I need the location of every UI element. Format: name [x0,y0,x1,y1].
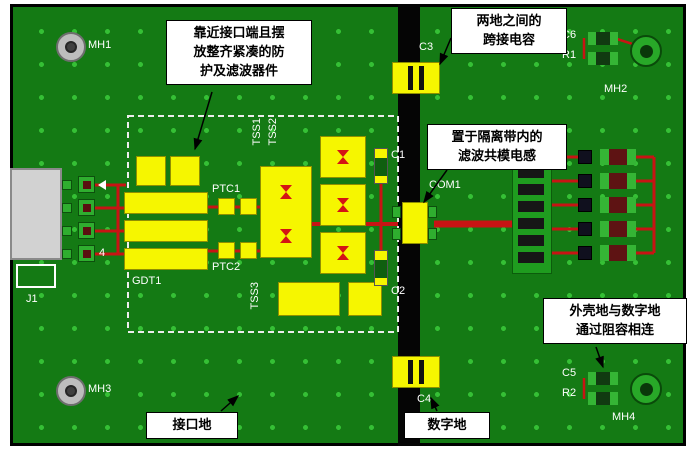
header-pad [518,218,544,229]
header-pad [518,201,544,212]
gdt1-element [124,248,208,270]
c6-component [588,32,618,45]
ref-c4: C4 [417,393,432,405]
c4-electrode-icon [408,360,413,384]
callout-protection: 靠近接口端且摆 放整齐紧凑的防 护及滤波器件 [166,20,312,85]
via-pad [578,246,592,260]
c4-bridge-capacitor [392,356,440,388]
j1-connector-body [10,168,62,260]
via-pad [578,198,592,212]
header-pad [518,184,544,195]
ref-r1: R1 [562,49,577,61]
callout-rc-link: 外壳地与数字地 通过阻容相连 [543,298,687,344]
filter-component [600,149,636,165]
c4-electrode-icon [419,360,424,384]
mounting-hole-mh3 [56,376,86,406]
com1-choke-body [402,202,428,244]
tss-block [320,232,366,274]
j1-silkscreen-box [16,264,56,288]
j1-pin-hole [83,250,91,258]
c5-component [588,372,618,385]
j1-pin-hole [83,204,91,212]
ref-gdt1: GDT1 [132,275,162,287]
r2-component [588,392,618,405]
via-pad [578,222,592,236]
j1-pin-hole [83,227,91,235]
tss-block [320,184,366,226]
filter-component [600,197,636,213]
ref-tss2: TSS2 [267,118,279,146]
tss-block [320,136,366,178]
filter-component [600,173,636,189]
j1-pin-pad [78,176,95,193]
ref-mh2: MH2 [604,83,628,95]
r1-component [588,52,618,65]
ref-j1-pin4: 4 [99,247,106,259]
tss-array-block [260,166,312,258]
c1-capacitor [374,148,388,184]
j1-pin-pad [78,222,95,239]
ref-tss1: TSS1 [251,118,263,146]
ref-ptc2: PTC2 [212,261,241,273]
ref-c1: C1 [391,149,406,161]
ref-c6: C6 [562,29,577,41]
c2-capacitor [374,250,388,286]
filter-component [600,245,636,261]
callout-digital-gnd: 数字地 [404,412,490,439]
com1-pad [428,206,437,218]
ref-com1: COM1 [429,179,461,191]
ref-c3: C3 [419,41,434,53]
ref-c5: C5 [562,367,577,379]
ptc2-pad [240,242,257,259]
mh2-drill-icon [640,45,653,58]
c3-electrode-icon [408,66,413,90]
filter-component [600,221,636,237]
gdt1-element [124,192,208,214]
j1-pin-hole [83,181,91,189]
via-pad [578,150,592,164]
j1-pin-pad [78,199,95,216]
header-pad [518,167,544,178]
ref-mh3: MH3 [88,383,112,395]
gdt1-element [170,156,200,186]
ptc2-pad [218,242,235,259]
com1-pad [428,228,437,240]
mh3-drill-icon [65,385,77,397]
ptc1-pad [218,198,235,215]
mh4-drill-icon [640,383,653,396]
j1-pin-pad [78,245,95,262]
j1-pad [62,203,72,213]
callout-cm-choke: 置于隔离带内的 滤波共模电感 [427,124,567,170]
j1-pad [62,249,72,259]
via-pad [578,174,592,188]
ref-mh4: MH4 [612,411,636,423]
tss3-block [278,282,340,316]
mounting-hole-mh2 [630,35,662,67]
ref-c2: C2 [391,285,406,297]
c3-bridge-capacitor [392,62,440,94]
pin1-marker-icon [98,180,106,190]
header-pad [518,235,544,246]
mh1-drill-icon [65,41,77,53]
com1-pad [392,206,401,218]
c3-electrode-icon [419,66,424,90]
header-pad [518,252,544,263]
com1-pad [392,228,401,240]
j1-pad [62,180,72,190]
ref-tss3: TSS3 [249,282,261,310]
ref-j1: J1 [26,293,38,305]
ptc1-pad [240,198,257,215]
mounting-hole-mh1 [56,32,86,62]
callout-bridge-cap: 两地之间的 跨接电容 [451,8,567,54]
tss3-block [348,282,382,316]
gdt1-element [136,156,166,186]
mounting-hole-mh4 [630,373,662,405]
ref-mh1: MH1 [88,39,112,51]
ref-r2: R2 [562,387,577,399]
callout-interface-gnd: 接口地 [146,412,238,439]
gdt1-element [124,220,208,242]
ref-ptc1: PTC1 [212,183,241,195]
j1-pad [62,226,72,236]
